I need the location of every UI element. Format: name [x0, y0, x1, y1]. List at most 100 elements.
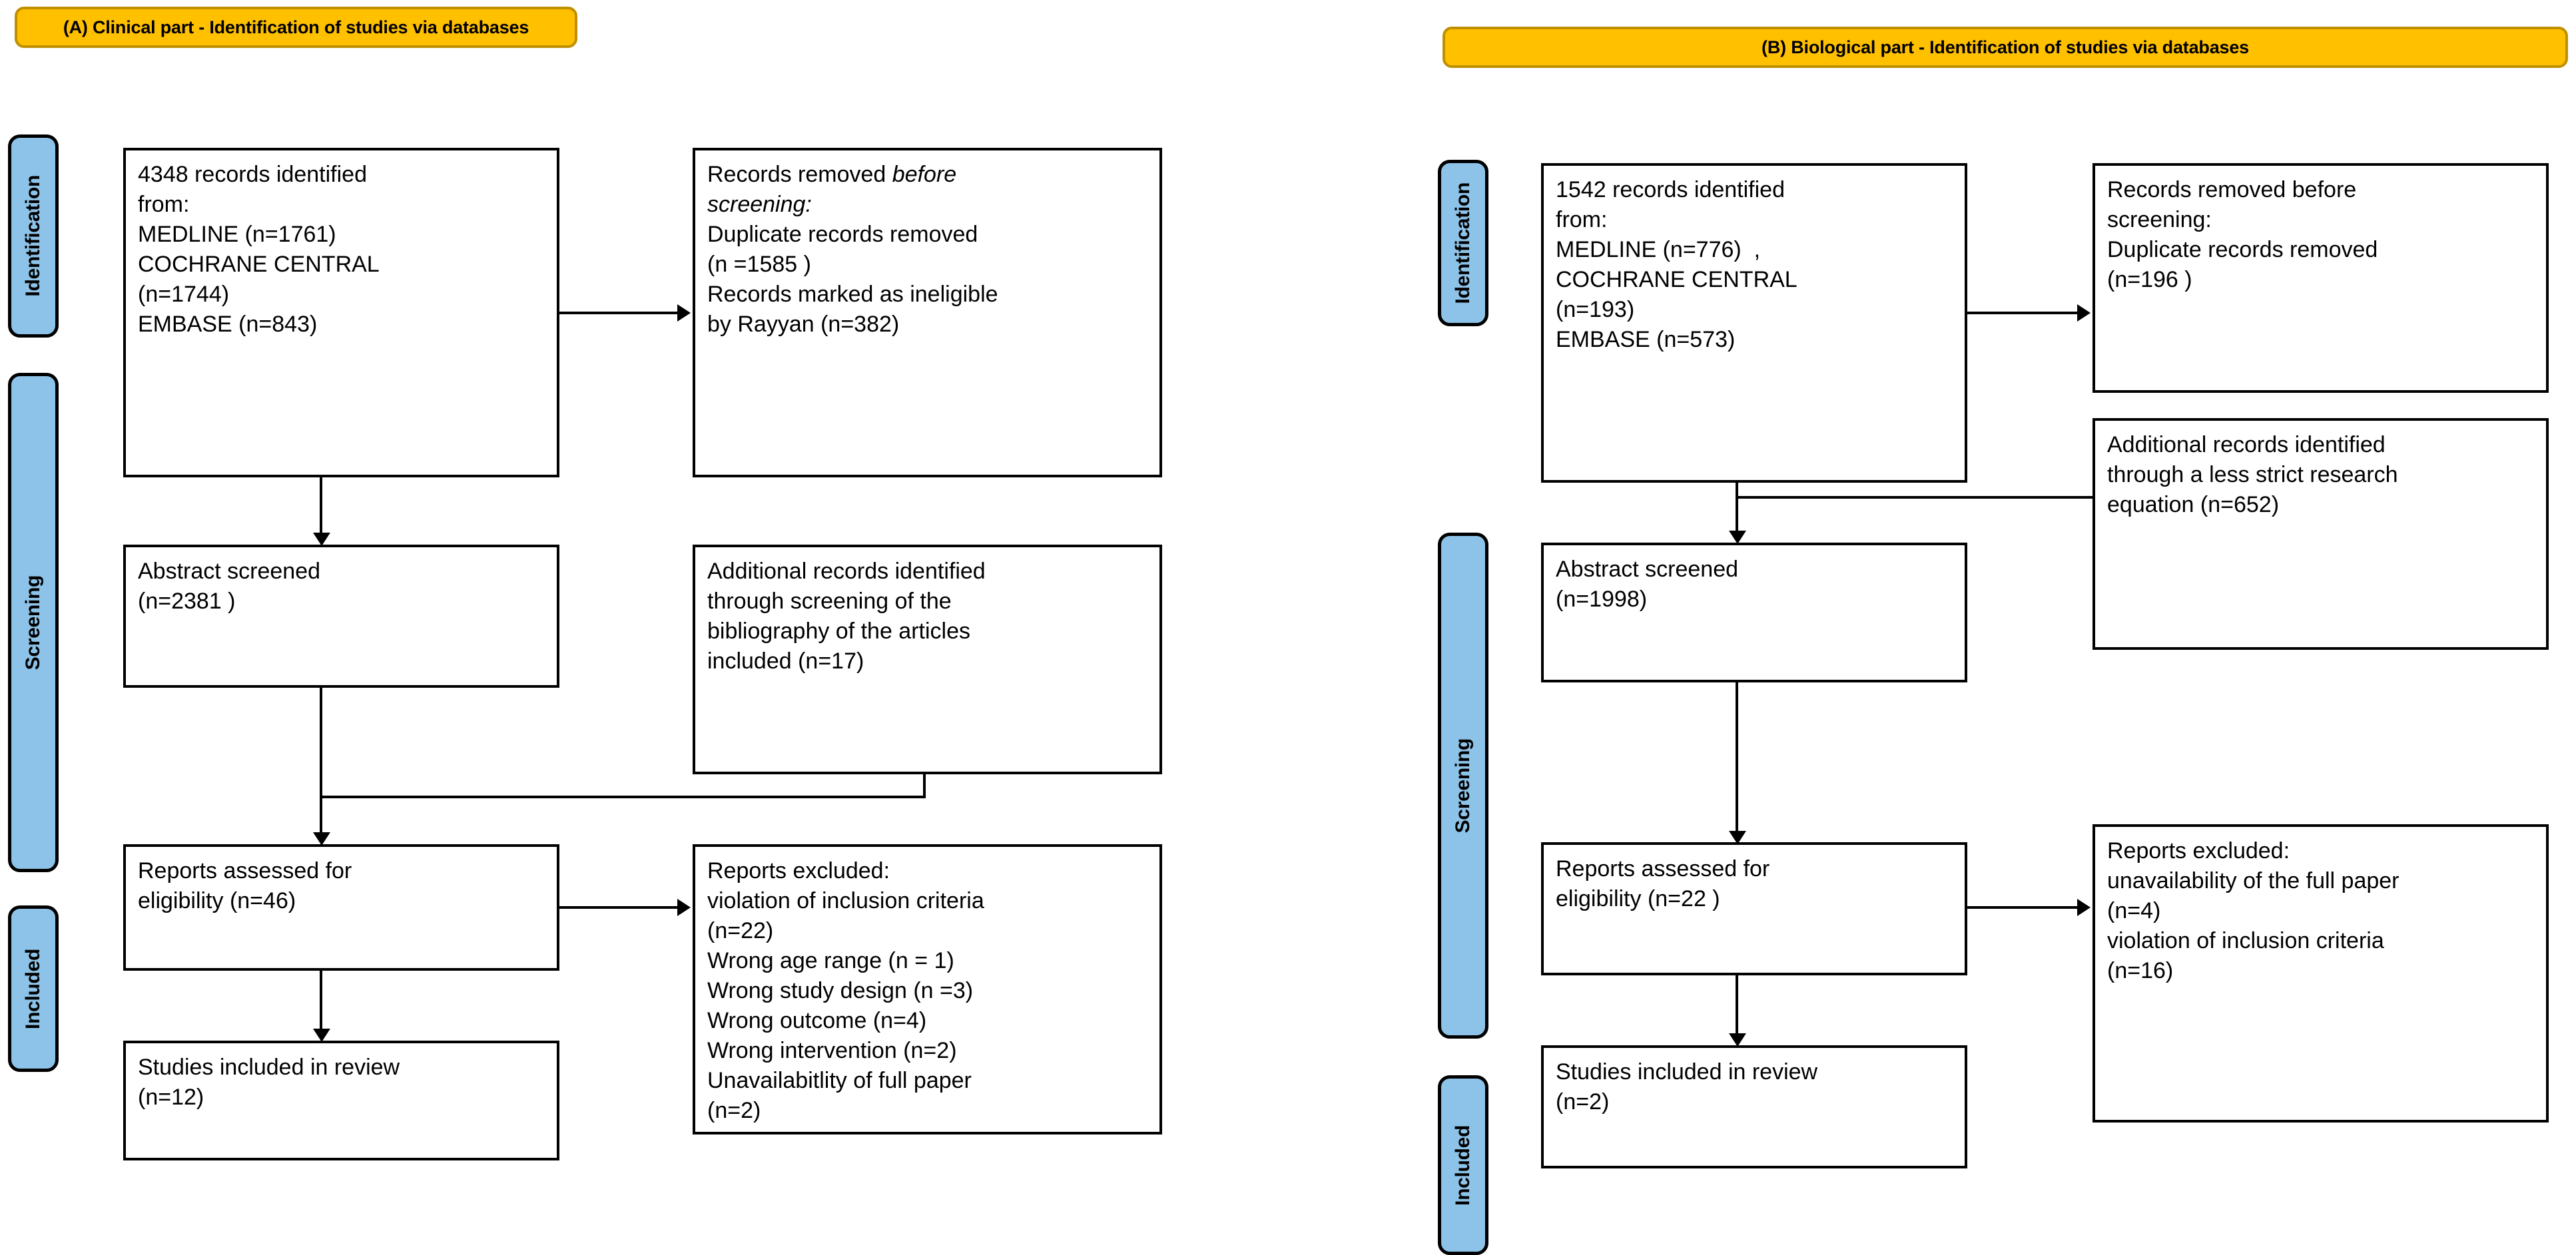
box-line: through a less strict research — [2107, 462, 2398, 487]
arrowhead-records-to-abstract — [1729, 531, 1746, 544]
connector-reports-to-excluded — [559, 906, 677, 909]
box-line: Wrong study design (n =3) — [707, 978, 974, 1003]
box-line: (n=1744) — [138, 282, 230, 307]
box-records-removed: Records removed before screening: Duplic… — [2093, 163, 2549, 393]
connector-records-to-abstract — [320, 477, 322, 537]
box-line: Records removed before — [707, 160, 1147, 190]
connector-additional-to-trunk — [320, 796, 926, 798]
box-line: EMBASE (n=573) — [1556, 327, 1736, 352]
box-line: Records marked as ineligible — [707, 282, 998, 307]
stage-label-screening: Screening — [1438, 533, 1488, 1039]
stage-label-included: Included — [1438, 1075, 1488, 1255]
box-line-text: Records removed before — [707, 162, 957, 187]
box-line: equation (n=652) — [2107, 492, 2280, 517]
arrowhead-records-to-removed — [2077, 304, 2091, 322]
box-line: MEDLINE (n=1761) — [138, 222, 336, 247]
box-line: Additional records identified — [2107, 432, 2386, 457]
italic-emphasis: before — [892, 162, 957, 187]
stage-label-included: Included — [8, 905, 59, 1072]
box-line: Additional records identified — [707, 559, 986, 584]
connector-reports-to-excluded — [1967, 906, 2077, 909]
box-line: (n=4) — [2107, 898, 2161, 923]
box-line: (n=22) — [707, 918, 774, 943]
box-line: eligibility (n=46) — [138, 888, 296, 913]
box-studies-included: Studies included in review (n=12) — [123, 1041, 559, 1160]
box-line: violation of inclusion criteria — [707, 888, 984, 913]
box-line: (n=12) — [138, 1085, 204, 1110]
panel-clinical-part: (A) Clinical part - Identification of st… — [0, 0, 1288, 1160]
box-line: screening: — [2107, 207, 2212, 232]
box-line: MEDLINE (n=776) , — [1556, 237, 1761, 262]
box-line: Reports assessed for — [1556, 856, 1770, 881]
box-line: (n=2381 ) — [138, 589, 236, 614]
box-line: Duplicate records removed — [707, 222, 978, 247]
arrowhead-reports-to-studies — [313, 1029, 330, 1042]
box-line: Abstract screened — [1556, 557, 1739, 582]
box-additional-records: Additional records identified through a … — [2093, 418, 2549, 650]
connector-additional-to-trunk — [1736, 496, 2095, 499]
box-line: Duplicate records removed — [2107, 237, 2378, 262]
box-line: through screening of the — [707, 589, 952, 614]
connector-records-to-removed — [1967, 312, 2077, 314]
arrowhead-reports-to-excluded — [677, 899, 691, 916]
box-records-identified: 1542 records identified from: MEDLINE (n… — [1541, 163, 1967, 483]
box-line: by Rayyan (n=382) — [707, 312, 900, 337]
box-line: eligibility (n=22 ) — [1556, 886, 1720, 911]
connector-records-to-abstract — [1736, 483, 1738, 536]
box-line: (n=2) — [707, 1098, 761, 1123]
arrowhead-abstract-to-reports — [313, 832, 330, 846]
arrowhead-reports-to-excluded — [2077, 899, 2091, 916]
box-line: Reports excluded: — [707, 858, 890, 883]
box-abstract-screened: Abstract screened (n=2381 ) — [123, 545, 559, 688]
box-line: (n=1998) — [1556, 587, 1648, 612]
box-line: Wrong age range (n = 1) — [707, 948, 954, 973]
box-studies-included: Studies included in review (n=2) — [1541, 1045, 1967, 1168]
box-line: violation of inclusion criteria — [2107, 928, 2384, 953]
box-line: Reports assessed for — [138, 858, 352, 883]
stage-label-identification-text: Identification — [1452, 182, 1474, 304]
box-line: (n=16) — [2107, 958, 2174, 983]
stage-label-identification: Identification — [8, 134, 59, 338]
box-line: Reports excluded: — [2107, 838, 2290, 864]
box-line: from: — [1556, 207, 1608, 232]
box-reports-assessed: Reports assessed for eligibility (n=22 ) — [1541, 842, 1967, 975]
connector-reports-to-studies — [1736, 975, 1738, 1039]
connector-reports-to-studies — [320, 971, 322, 1034]
panel-biological-part: (B) Biological part - Identification of … — [1288, 0, 2576, 1255]
box-reports-assessed: Reports assessed for eligibility (n=46) — [123, 844, 559, 971]
box-line: (n=196 ) — [2107, 267, 2192, 292]
box-line: Wrong intervention (n=2) — [707, 1038, 957, 1063]
box-abstract-screened: Abstract screened (n=1998) — [1541, 543, 1967, 682]
stage-label-included-text: Included — [22, 948, 44, 1029]
box-line: 4348 records identified — [138, 162, 368, 187]
box-records-removed: Records removed before screening: Duplic… — [693, 148, 1162, 477]
box-records-identified: 4348 records identified from: MEDLINE (n… — [123, 148, 559, 477]
box-line: screening: — [707, 192, 812, 217]
connector-abstract-to-reports — [320, 688, 322, 838]
panel-a-banner: (A) Clinical part - Identification of st… — [15, 7, 577, 48]
arrowhead-reports-to-studies — [1729, 1033, 1746, 1047]
connector-abstract-to-reports — [1736, 682, 1738, 836]
box-line: Studies included in review — [138, 1055, 400, 1080]
stage-label-screening: Screening — [8, 373, 59, 872]
box-line: Unavailabitlity of full paper — [707, 1068, 972, 1093]
box-line: bibliography of the articles — [707, 619, 971, 644]
box-line: (n =1585 ) — [707, 252, 811, 277]
box-line: Abstract screened — [138, 559, 321, 584]
stage-label-included-text: Included — [1452, 1125, 1474, 1206]
box-line: 1542 records identified — [1556, 177, 1785, 202]
box-line: EMBASE (n=843) — [138, 312, 318, 337]
box-line: (n=193) — [1556, 297, 1635, 322]
box-line: included (n=17) — [707, 648, 864, 674]
box-line: unavailability of the full paper — [2107, 868, 2400, 893]
box-line: from: — [138, 192, 190, 217]
box-line: COCHRANE CENTRAL — [1556, 267, 1797, 292]
box-line: Records removed before — [2107, 177, 2357, 202]
box-line: Studies included in review — [1556, 1059, 1818, 1085]
box-line: COCHRANE CENTRAL — [138, 252, 380, 277]
connector-additional-drop — [923, 774, 926, 798]
box-line: (n=2) — [1556, 1089, 1610, 1115]
arrowhead-abstract-to-reports — [1729, 831, 1746, 844]
box-line: Wrong outcome (n=4) — [707, 1008, 927, 1033]
